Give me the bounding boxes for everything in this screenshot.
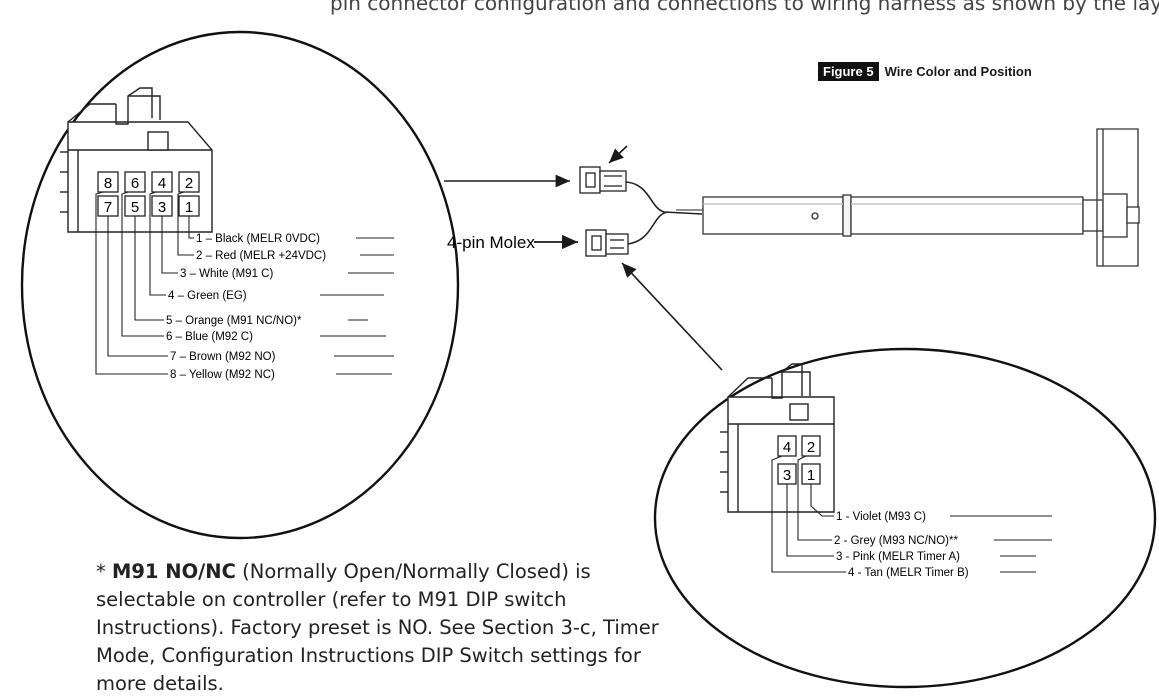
footnote-asterisk: * (96, 560, 112, 583)
figure-number: Figure 5 (818, 62, 879, 81)
wire-label-4: 4 – Green (EG) (168, 290, 247, 302)
pin4-3: 3 (783, 467, 791, 484)
pin4-1: 1 (807, 467, 815, 484)
arrow-small-diagonal (608, 145, 628, 164)
pin-2: 2 (185, 175, 193, 192)
plug-8pin (579, 166, 627, 194)
harness-wire-lower (627, 211, 669, 245)
harness-overview: 4-pin Molex (444, 128, 1140, 371)
connector-8pin-detail: 8 6 4 2 7 5 3 1 (20, 30, 460, 540)
pin4-2: 2 (807, 439, 815, 456)
leader-lines-8pin (95, 191, 394, 375)
wire-label-5: 5 – Orange (M91 NC/NO)* (166, 315, 302, 327)
wire-label-3: 3 – White (M91 C) (180, 268, 273, 280)
magnifier-circle-4pin (653, 347, 1157, 689)
footnote-bold-term: M91 NO/NC (111, 560, 236, 583)
pin-1: 1 (185, 199, 193, 216)
leader-lines-4pin (771, 455, 1052, 573)
molex-label: 4-pin Molex (447, 233, 535, 252)
wire-label-2: 2 – Red (MELR +24VDC) (196, 250, 326, 262)
wire-label-1: 1 – Black (MELR 0VDC) (196, 233, 320, 245)
pins-8pin-top: 8 6 4 2 (97, 171, 200, 193)
pin-8: 8 (104, 175, 112, 192)
figure-title: Wire Color and Position (884, 64, 1032, 79)
pin4-4: 4 (783, 439, 791, 456)
pin-5: 5 (131, 199, 139, 216)
pin-7: 7 (104, 199, 112, 216)
pins-4pin: 4 2 3 1 (777, 435, 821, 485)
wire4-label-2: 2 - Grey (M93 NC/NO)** (834, 535, 958, 547)
wire-label-7: 7 – Brown (M92 NO) (170, 351, 276, 363)
figure-caption: Figure 5 Wire Color and Position (818, 62, 1032, 81)
harness-wire-upper (625, 181, 703, 215)
footnote: * M91 NO/NC (Normally Open/Normally Clos… (96, 558, 666, 698)
wire4-label-3: 3 - Pink (MELR Timer A) (836, 551, 960, 563)
wire-label-8: 8 – Yellow (M92 NC) (170, 369, 275, 381)
magnifier-circle-8pin (20, 30, 460, 540)
pin-3: 3 (158, 199, 166, 216)
pin-6: 6 (131, 175, 139, 192)
wire-label-6: 6 – Blue (M92 C) (166, 331, 253, 343)
wire4-label-4: 4 - Tan (MELR Timer B) (848, 567, 969, 579)
footnote-text: (Normally Open/Normally Closed) is selec… (96, 560, 659, 695)
cropped-top-text: pin connector configuration and connecti… (330, 0, 1159, 15)
arrow-from-4pin-detail (621, 262, 723, 371)
exit-device-bar (702, 128, 1140, 267)
connector-4pin-detail: 4 2 3 1 1 - Violet (M93 C) 2 - Grey (M93… (653, 347, 1157, 689)
wire4-label-1: 1 - Violet (M93 C) (836, 511, 926, 523)
pin-4: 4 (158, 175, 166, 192)
plug-4pin (585, 229, 629, 257)
